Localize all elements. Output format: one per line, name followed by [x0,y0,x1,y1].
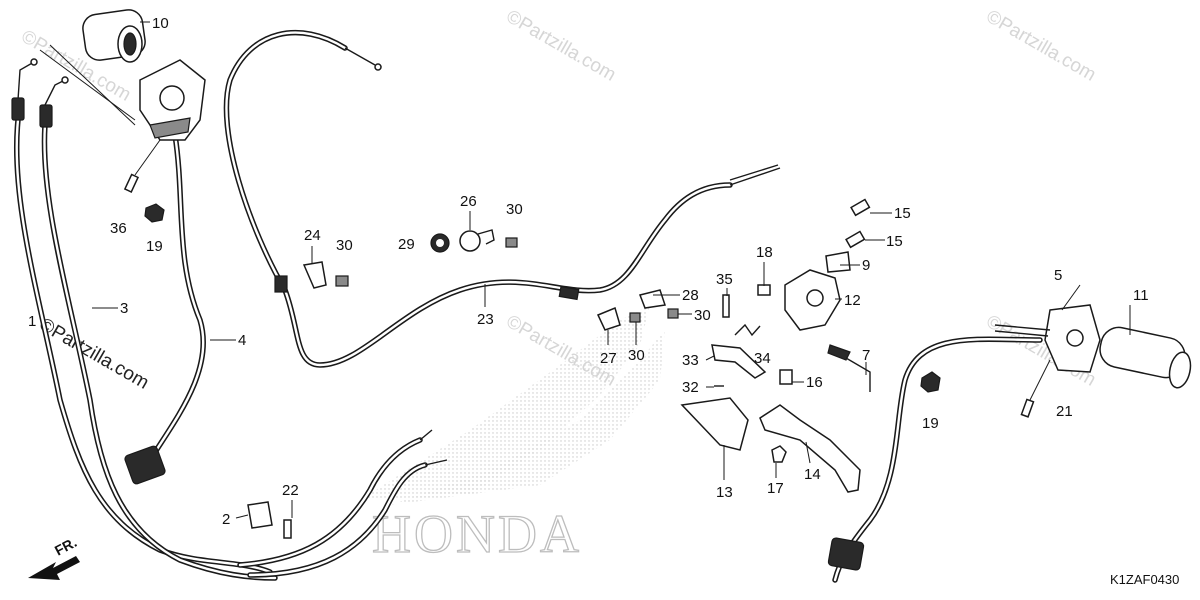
label-11: 11 [1133,287,1149,304]
label-21: 21 [1056,403,1073,420]
label-16: 16 [806,374,823,391]
label-33: 33 [682,352,699,369]
bolt-15-b [845,230,866,249]
honda-wing-logo: HONDA [360,305,665,565]
label-24: 24 [304,227,321,244]
watermark: ©Partzilla.com [983,6,1100,86]
collar-29 [430,233,450,253]
label-30: 30 [628,347,645,364]
label-26: 26 [460,193,477,210]
throttle-cable-3 [11,58,278,581]
bolt-17 [771,445,787,463]
label-32: 32 [682,379,699,396]
nut-19-right [920,371,941,393]
label-4: 4 [238,332,246,349]
label-9: 9 [862,257,870,274]
switch-7 [827,344,871,392]
label-7: 7 [862,347,870,364]
diagram-code: K1ZAF0430 [1110,572,1179,587]
label-3: 3 [120,300,128,317]
label-19: 19 [146,238,163,255]
throttle-grip-10 [82,9,146,63]
bolt-18 [757,284,771,296]
label-27: 27 [600,350,617,367]
label-15: 15 [894,205,911,222]
clamp-9 [825,251,851,273]
bolt-15-a [850,198,871,217]
lever-14 [759,404,861,493]
bolt-30-a [335,275,349,287]
holder-27 [596,306,621,345]
pin-35 [722,294,730,318]
label-23: 23 [477,311,494,328]
clamp-2 [247,501,273,529]
label-18: 18 [756,244,773,261]
bolt-22 [283,519,292,539]
cable-harness-right [827,336,1043,583]
label-34: 34 [754,350,771,367]
label-14: 14 [804,466,821,483]
label-17: 17 [767,480,784,497]
cable-23 [223,29,781,368]
bolt-30-c [629,312,641,323]
label-35: 35 [716,271,733,288]
label-36: 36 [110,220,127,237]
grip-11 [1099,326,1192,389]
bolt-16 [779,369,793,385]
label-30: 30 [336,237,353,254]
bolt-30-d [667,308,679,319]
label-2: 2 [222,511,230,528]
label-19: 19 [922,415,939,432]
bolt-36 [123,139,161,193]
switch-5 [994,304,1101,373]
label-29: 29 [398,236,415,253]
label-28: 28 [682,287,699,304]
leader-lines [92,21,1131,519]
lever-holder-12 [784,269,842,331]
part-labels: 10 36 19 3 1 4 24 30 26 30 29 23 28 30 2… [28,15,1149,528]
bracket-24 [302,246,327,289]
label-15: 15 [886,233,903,250]
label-30: 30 [506,201,523,218]
watermark: ©Partzilla.com [503,6,620,86]
throttle-cable-4 [124,132,207,485]
cable-ends-center [237,429,448,578]
spring-26 [459,211,495,252]
spring-34 [734,323,761,337]
throttle-housing [39,44,206,141]
bracket-28 [638,289,666,309]
label-30: 30 [694,307,711,324]
label-10: 10 [152,15,169,32]
front-direction-label: FR. [52,534,79,559]
cover-13 [680,397,749,451]
label-5: 5 [1054,267,1062,284]
front-direction-arrow: FR. [28,534,80,580]
nut-19 [144,203,165,223]
bolt-30-b [505,237,518,248]
label-1: 1 [28,313,36,330]
label-22: 22 [282,482,299,499]
bolt-21 [1020,359,1051,418]
label-13: 13 [716,484,733,501]
honda-logo-text: HONDA [372,504,582,564]
bracket-33 [711,344,767,379]
label-12: 12 [844,292,861,309]
